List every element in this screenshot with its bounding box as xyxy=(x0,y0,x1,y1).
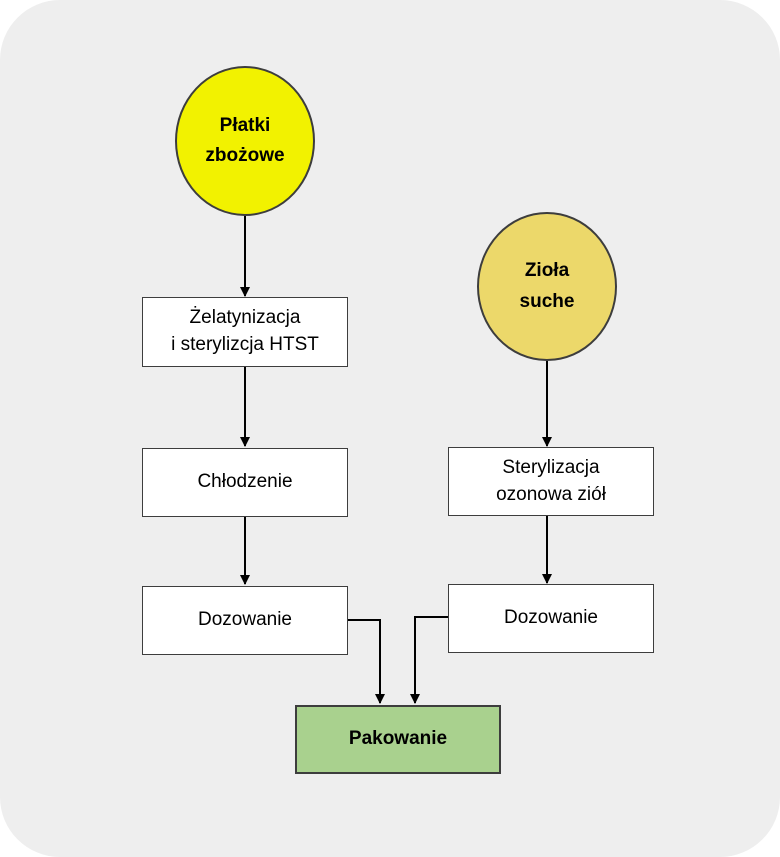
pakowanie-label: Pakowanie xyxy=(348,728,448,750)
dozowanie-left-label: Dozowanie xyxy=(198,609,292,631)
edge-dozowanie-right-to-pakowanie xyxy=(410,616,448,704)
chlodzenie-box: Chłodzenie xyxy=(142,448,348,517)
ziola-suche-label: Zioła suche xyxy=(519,260,575,312)
dozowanie-right-box: Dozowanie xyxy=(448,584,654,653)
zelatynizacja-label: Żelatynizacja i sterylizcja HTST xyxy=(171,307,319,355)
edge-dozowanie-left-to-pakowanie xyxy=(347,619,385,704)
dozowanie-right-label: Dozowanie xyxy=(504,607,598,629)
pakowanie-box: Pakowanie xyxy=(295,705,501,774)
platki-zbozowe-node: Płatki zbożowe xyxy=(175,66,315,216)
dozowanie-left-box: Dozowanie xyxy=(142,586,348,655)
sterylizacja-box: Sterylizacja ozonowa ziół xyxy=(448,447,654,516)
sterylizacja-label: Sterylizacja ozonowa ziół xyxy=(496,456,606,505)
chlodzenie-label: Chłodzenie xyxy=(197,471,293,493)
ziola-suche-node: Zioła suche xyxy=(477,212,617,361)
platki-zbozowe-label: Płatki zbożowe xyxy=(205,114,285,166)
zelatynizacja-box: Żelatynizacja i sterylizcja HTST xyxy=(142,297,348,367)
